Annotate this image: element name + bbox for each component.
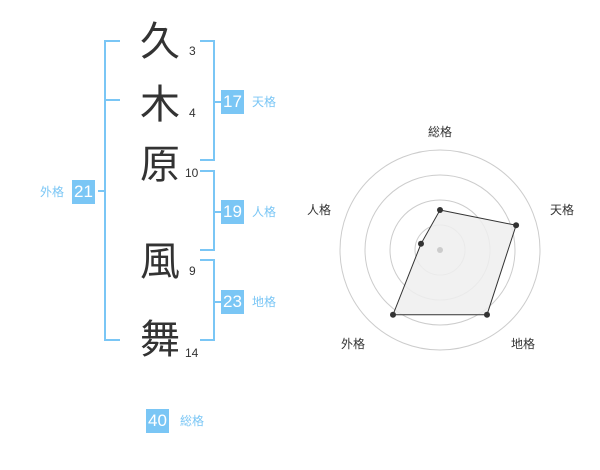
chikaku-label: 地格 xyxy=(252,295,277,309)
radar-point-1 xyxy=(513,222,520,229)
stroke-count-5: 14 xyxy=(185,346,199,360)
jinkaku-label: 人格 xyxy=(252,205,277,219)
soukaku-value: 40 xyxy=(146,409,169,433)
soukaku-label: 総格 xyxy=(180,414,205,428)
name-char-2: 木 xyxy=(140,82,180,128)
radar-point-0 xyxy=(437,207,443,213)
radar-ring-4 xyxy=(339,149,541,351)
stroke-count-4: 9 xyxy=(189,264,196,278)
radar-axis-label-chikaku: 地格 xyxy=(511,337,536,351)
radar-axis-label-soukaku: 総格 xyxy=(428,125,453,139)
radar-point-4 xyxy=(418,240,424,247)
chikaku-value: 23 xyxy=(221,290,244,314)
radar-center xyxy=(437,247,443,253)
name-char-1: 久 xyxy=(140,19,180,65)
gaikaku-label: 外格 xyxy=(40,185,65,199)
stroke-count-1: 3 xyxy=(189,44,196,58)
radar-point-3 xyxy=(390,311,396,318)
name-char-3: 原 xyxy=(140,142,180,188)
stroke-count-2: 4 xyxy=(189,106,196,120)
name-char-5: 舞 xyxy=(140,317,180,363)
radar-axis-label-tenkaku: 天格 xyxy=(550,203,575,217)
tenkaku-bracket xyxy=(200,40,215,161)
gaikaku-value: 21 xyxy=(72,180,95,204)
jinkaku-bracket xyxy=(200,170,215,251)
tenkaku-value: 17 xyxy=(221,90,244,114)
radar-axis-label-gaikaku: 外格 xyxy=(341,337,366,351)
jinkaku-value: 19 xyxy=(221,200,244,224)
radar-area xyxy=(392,209,517,316)
name-char-4: 風 xyxy=(140,239,180,285)
chikaku-bracket xyxy=(200,259,215,341)
radar-ring-3 xyxy=(364,174,516,326)
tenkaku-label: 天格 xyxy=(252,95,277,109)
radar-point-2 xyxy=(484,311,490,318)
radar-axis-label-jinkaku: 人格 xyxy=(307,203,332,217)
stroke-count-3: 10 xyxy=(185,166,199,180)
